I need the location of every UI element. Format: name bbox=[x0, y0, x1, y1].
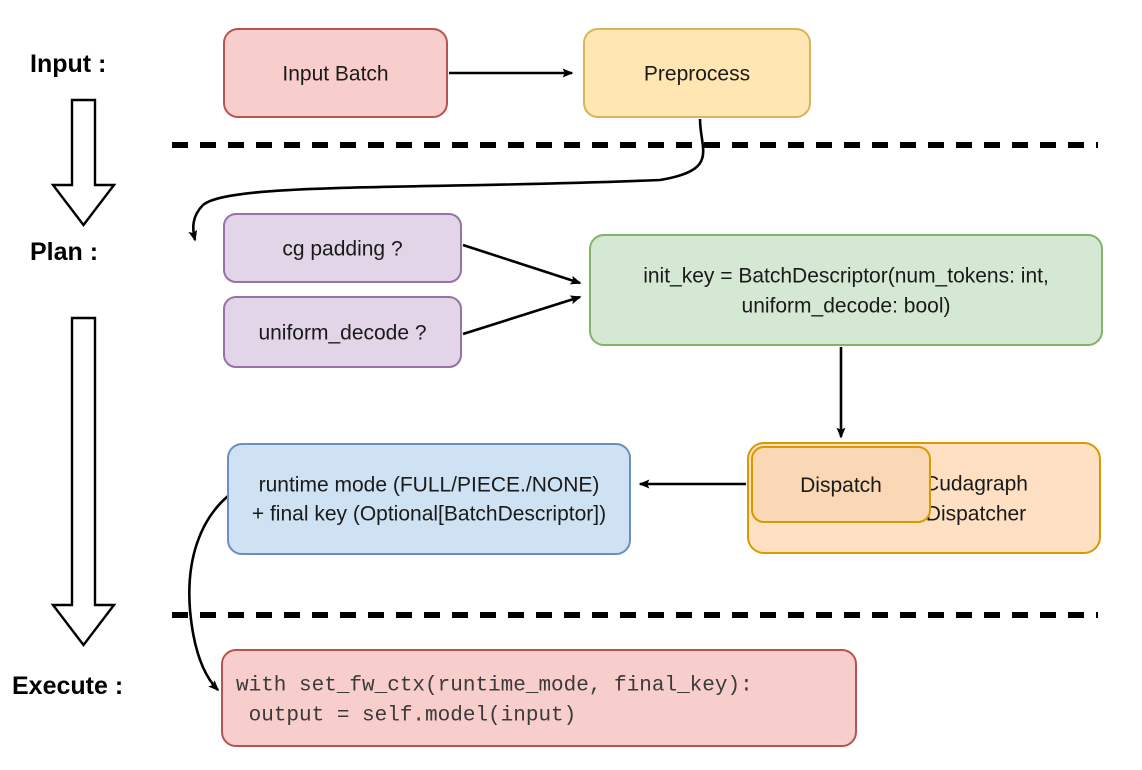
cg-padding-node[interactable]: cg padding ? bbox=[223, 213, 462, 283]
stage-label-execute: Execute : bbox=[12, 672, 123, 700]
execute-code-node-label: with set_fw_ctx(runtime_mode, final_key)… bbox=[236, 674, 753, 727]
execute-code-node-box bbox=[221, 649, 857, 747]
input-batch-node[interactable]: Input Batch bbox=[223, 28, 448, 118]
stage-label-plan: Plan : bbox=[30, 238, 98, 266]
runtime-mode-node-label: runtime mode (FULL/PIECE./NONE)+ final k… bbox=[252, 474, 606, 526]
edge-preprocess-to-cg-padding bbox=[188, 118, 705, 242]
uniform-decode-node-box bbox=[223, 296, 462, 368]
dispatch-node-box bbox=[751, 446, 931, 523]
preprocess-node[interactable]: Preprocess bbox=[583, 28, 811, 118]
input-batch-node-label: Input Batch bbox=[282, 62, 388, 85]
runtime-mode-node-box bbox=[227, 443, 631, 555]
nodes-layer: Input Batch Preprocess cg padding ? uniform… bbox=[221, 28, 1103, 747]
stage-label-input: Input : bbox=[30, 50, 106, 78]
edge-cg-padding-to-init-key bbox=[462, 243, 582, 285]
stage-block-arrow-input-to-plan bbox=[50, 98, 117, 227]
execute-code-node[interactable]: with set_fw_ctx(runtime_mode, final_key)… bbox=[221, 649, 857, 747]
uniform-decode-node[interactable]: uniform_decode ? bbox=[223, 296, 462, 368]
stage-block-arrow-plan-to-execute bbox=[50, 316, 117, 647]
preprocess-node-label: Preprocess bbox=[644, 62, 750, 85]
edges-layer bbox=[188, 68, 846, 692]
init-key-node-label: init_key = BatchDescriptor(num_tokens: i… bbox=[643, 264, 1049, 317]
edge-runtime-mode-to-execute-code bbox=[188, 495, 229, 692]
edge-uniform-decode-to-init-key bbox=[462, 295, 582, 336]
preprocess-node-box bbox=[583, 28, 811, 118]
input-batch-node-box bbox=[223, 28, 448, 118]
cg-padding-node-label: cg padding ? bbox=[282, 237, 402, 260]
init-key-node-box bbox=[589, 234, 1103, 346]
cg-padding-node-box bbox=[223, 213, 462, 283]
runtime-mode-node[interactable]: runtime mode (FULL/PIECE./NONE)+ final k… bbox=[227, 443, 631, 555]
uniform-decode-node-label: uniform_decode ? bbox=[258, 321, 426, 344]
dispatch-node-label: Dispatch bbox=[800, 474, 882, 497]
init-key-node[interactable]: init_key = BatchDescriptor(num_tokens: i… bbox=[589, 234, 1103, 346]
dividers-layer bbox=[172, 142, 1098, 618]
stage-labels-layer: Input : Plan : Execute : bbox=[12, 50, 123, 700]
stage-block-arrows-layer bbox=[50, 98, 117, 647]
dispatch-node[interactable]: Dispatch bbox=[751, 446, 931, 523]
